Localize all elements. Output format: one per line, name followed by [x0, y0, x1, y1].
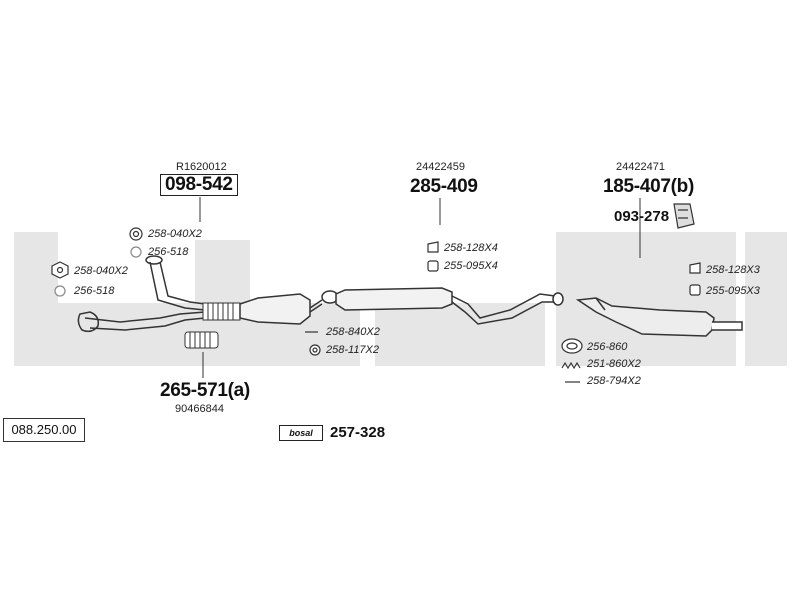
- accessory-label[interactable]: 258-794X2: [587, 375, 641, 387]
- flex-section: [202, 302, 241, 321]
- accessory-label[interactable]: 258-040X2: [148, 228, 202, 240]
- accessory-label[interactable]: 251-860X2: [587, 358, 641, 370]
- rear-silencer: [575, 297, 743, 337]
- mounting-kit-code[interactable]: 257-328: [330, 424, 386, 441]
- accessory-symbols: [51, 203, 701, 383]
- accessory-label[interactable]: 258-840X2: [326, 326, 380, 338]
- catalytic-converter: [239, 293, 323, 325]
- flex-pipe-code[interactable]: 265-571(a): [160, 380, 250, 401]
- front-pipe-ref: R1620012: [176, 161, 227, 173]
- front-pipe-code[interactable]: 098-542: [160, 174, 238, 196]
- rear-silencer-code[interactable]: 185-407(b): [603, 176, 694, 197]
- accessory-label[interactable]: 256-860: [587, 341, 628, 353]
- bosal-logo: bosal: [279, 425, 323, 441]
- catalog-number: 088.250.00: [3, 418, 85, 442]
- center-silencer: [321, 287, 564, 325]
- leader-lines: [199, 197, 641, 378]
- accessory-label[interactable]: 258-128X3: [706, 264, 760, 276]
- accessory-label[interactable]: 258-117X2: [326, 344, 380, 356]
- accessory-label[interactable]: 256-518: [148, 246, 189, 258]
- accessory-label[interactable]: 258-040X2: [74, 265, 128, 277]
- front-pipe: [77, 255, 206, 333]
- accessory-label[interactable]: 256-518: [74, 285, 115, 297]
- accessory-label[interactable]: 255-095X4: [444, 260, 498, 272]
- accessory-label[interactable]: 258-128X4: [444, 242, 498, 254]
- flex-pipe-ref: 90466844: [175, 403, 224, 415]
- flex-pipe-part: [184, 331, 219, 349]
- rear-silencer-sub-code[interactable]: 093-278: [614, 208, 670, 225]
- accessory-label[interactable]: 255-095X3: [706, 285, 760, 297]
- center-silencer-code[interactable]: 285-409: [410, 176, 478, 197]
- center-silencer-ref: 24422459: [416, 161, 465, 173]
- rear-silencer-ref: 24422471: [616, 161, 665, 173]
